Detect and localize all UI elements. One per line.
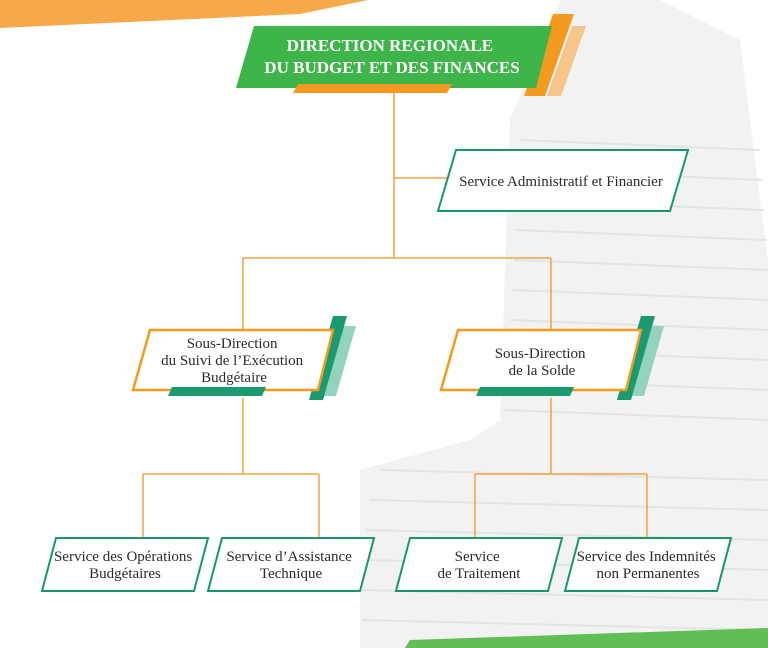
subdirection-solde-box-shape xyxy=(439,328,643,392)
direction-underline xyxy=(293,84,452,93)
direction-title-line-1: DIRECTION REGIONALE xyxy=(287,36,493,55)
subdirection-execution-accent-light xyxy=(324,326,356,396)
subdirection-execution-line-2: du Suivi de l’Exécution xyxy=(161,353,304,369)
direction-accent-light xyxy=(547,26,586,96)
service-traitement-line-2: de Traitement xyxy=(438,566,522,582)
direction-box: DIRECTION REGIONALE DU BUDGET ET DES FIN… xyxy=(236,14,586,96)
service-operations-line-2: Budgétaires xyxy=(89,566,161,582)
staff-service-box: Service Administratif et Financier xyxy=(436,149,690,212)
service-assistance-line-1: Service d’Assistance xyxy=(226,549,352,565)
staff-service-label: Service Administratif et Financier xyxy=(459,174,663,190)
service-assistance-box: Service d’Assistance Technique xyxy=(206,537,376,592)
service-assistance-line-2: Technique xyxy=(260,566,323,582)
subdirection-execution-box-shape xyxy=(131,328,335,392)
subdirection-execution-line-1: Sous-Direction xyxy=(187,336,278,352)
direction-title: DIRECTION REGIONALE DU BUDGET ET DES FIN… xyxy=(264,36,519,77)
service-traitement-label: Service de Traitement xyxy=(438,549,522,582)
subdirection-solde-line-1: Sous-Direction xyxy=(495,346,586,362)
subdirection-execution-box: Sous-Direction du Suivi de l’Exécution B… xyxy=(131,316,356,400)
subdirection-solde-accent-light xyxy=(632,326,664,396)
service-indemnites-line-1: Service des Indemnités xyxy=(577,549,716,565)
service-indemnites-box-shape xyxy=(563,537,733,592)
service-indemnites-box: Service des Indemnités non Permanentes xyxy=(563,537,733,592)
bottom-green-bar xyxy=(405,628,768,648)
subdirection-solde-box: Sous-Direction de la Solde xyxy=(439,316,664,400)
service-traitement-box-shape xyxy=(394,537,564,592)
staff-service-label-line-1: Service Administratif et Financier xyxy=(459,174,663,190)
connectors xyxy=(142,90,648,540)
subdirection-solde-label: Sous-Direction de la Solde xyxy=(495,346,590,379)
service-operations-box-shape xyxy=(40,537,210,592)
service-traitement-box: Service de Traitement xyxy=(394,537,564,592)
service-indemnites-line-2: non Permanentes xyxy=(597,566,700,582)
subdirection-solde-underline xyxy=(476,387,574,396)
subdirection-execution-label: Sous-Direction du Suivi de l’Exécution B… xyxy=(161,336,307,386)
staff-service-box-shape xyxy=(436,149,690,212)
service-traitement-line-1: Service xyxy=(455,549,500,565)
subdirection-solde-line-2: de la Solde xyxy=(509,363,576,379)
direction-title-line-2: DU BUDGET ET DES FINANCES xyxy=(264,58,519,77)
subdirection-execution-line-3: Budgétaire xyxy=(201,370,267,386)
direction-box-shape xyxy=(236,26,552,88)
service-assistance-label: Service d’Assistance Technique xyxy=(226,549,355,582)
service-operations-line-1: Service des Opérations xyxy=(54,549,192,565)
service-operations-label: Service des Opérations Budgétaires xyxy=(54,549,196,582)
service-assistance-box-shape xyxy=(206,537,376,592)
top-orange-banner xyxy=(0,0,368,28)
service-indemnites-label: Service des Indemnités non Permanentes xyxy=(577,549,720,582)
service-operations-box: Service des Opérations Budgétaires xyxy=(40,537,210,592)
subdirection-execution-underline xyxy=(168,387,266,396)
